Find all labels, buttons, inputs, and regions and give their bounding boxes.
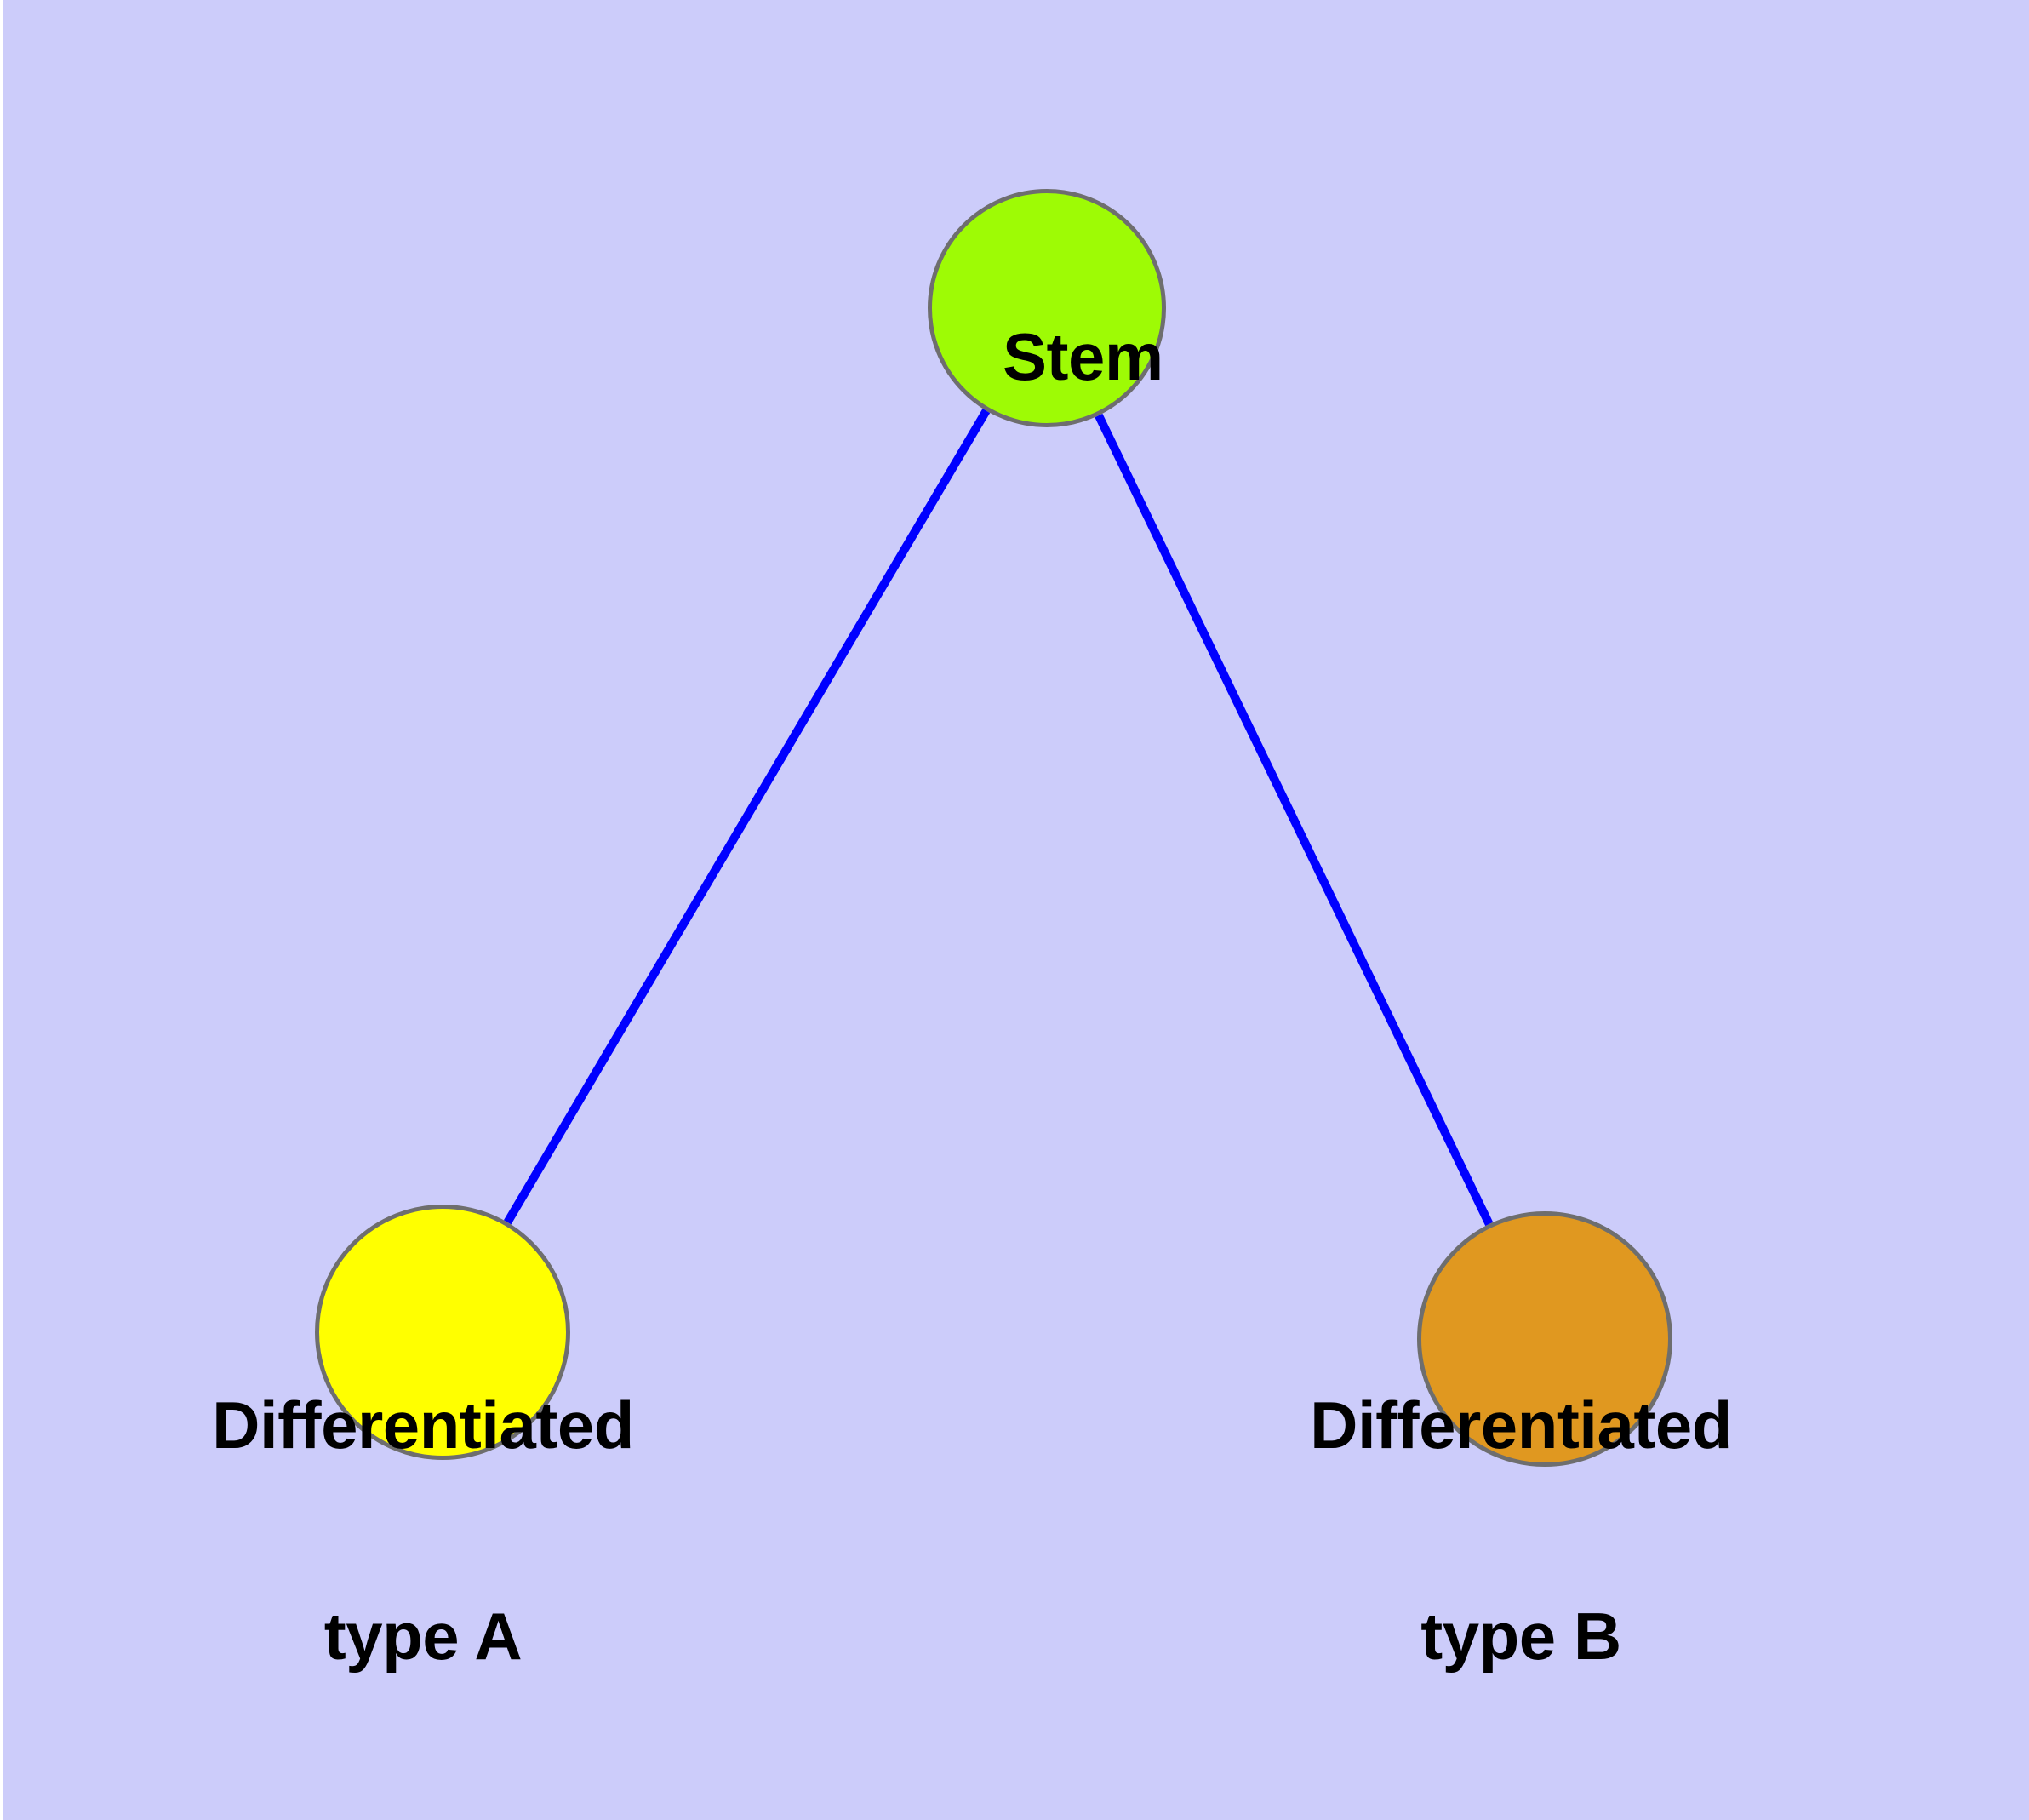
node-stem[interactable] [928,189,1166,427]
edge-stem-to-diff-b [1095,413,1494,1227]
edge-stem-to-diff-a [503,409,991,1225]
node-differentiated-type-b[interactable] [1417,1211,1672,1467]
edge-layer [503,409,1494,1227]
node-differentiated-type-a[interactable] [315,1205,570,1460]
node-layer [315,189,1672,1467]
